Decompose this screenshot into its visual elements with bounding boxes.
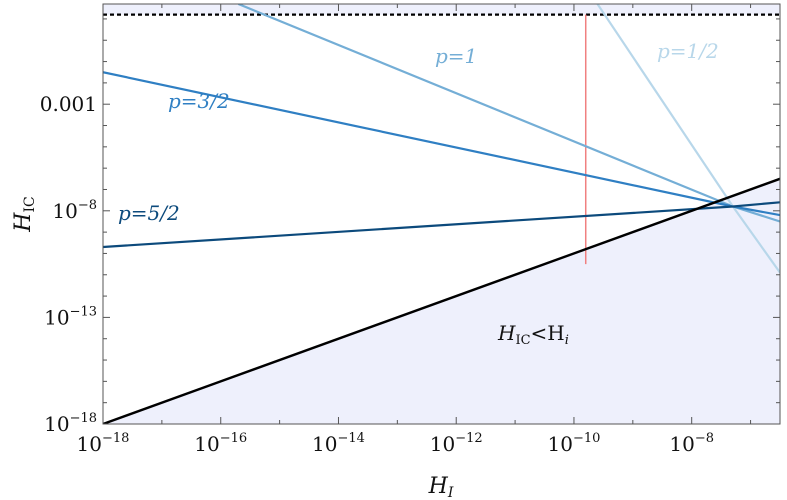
series-label-2: p=3/2	[168, 89, 230, 113]
series-labels: p=1 p=1/2 p=3/2 p=5/2	[118, 39, 719, 225]
plot-frame	[102, 3, 781, 425]
series-label-3: p=5/2	[118, 201, 180, 225]
series-line-4	[103, 177, 780, 424]
y-tick-label: 10−18	[44, 411, 97, 436]
axis-ticks: 10−18 10−16 10−14 10−12 10−10 10−8 0.001 10−8 10…	[40, 4, 780, 456]
series-line-3	[103, 201, 780, 249]
x-tick-label: 10−14	[312, 431, 365, 456]
y-tick-label: 0.001	[40, 92, 97, 116]
x-tick-label: 10−12	[430, 431, 483, 456]
x-tick-label: 10−8	[669, 431, 714, 456]
y-axis-title: HIC	[11, 196, 38, 232]
series-lines	[103, 4, 780, 424]
x-axis-title-sub: I	[447, 485, 454, 500]
y-axis-title-sub: IC	[22, 196, 38, 212]
x-tick-label: 10−10	[548, 431, 601, 456]
x-tick-label: 10−18	[77, 431, 130, 456]
region-top-band	[103, 4, 780, 15]
y-tick-label: 10−8	[52, 198, 97, 223]
x-tick-label: 10−16	[194, 431, 247, 456]
x-axis-title: HI	[428, 474, 454, 500]
y-axis-title-main: H	[11, 212, 36, 233]
series-label-1: p=1/2	[657, 39, 719, 63]
region-label: HIC<Hi	[497, 321, 569, 348]
x-axis-title-main: H	[428, 474, 449, 499]
y-tick-label: 10−13	[44, 304, 97, 329]
series-label-0: p=1	[435, 44, 477, 68]
